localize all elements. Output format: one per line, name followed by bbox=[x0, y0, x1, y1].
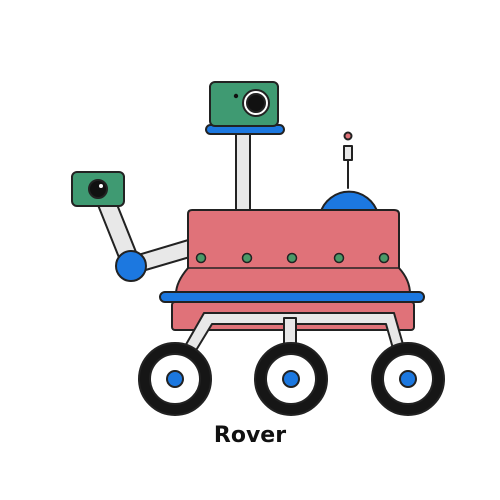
antenna-assembly bbox=[319, 131, 379, 215]
antenna-tip bbox=[343, 131, 353, 141]
mast-pole bbox=[235, 129, 251, 217]
rivet bbox=[195, 252, 207, 264]
deck-rail bbox=[159, 291, 425, 303]
rivet bbox=[286, 252, 298, 264]
body-shell bbox=[175, 209, 411, 295]
antenna-base bbox=[343, 145, 353, 161]
caption-label: Rover bbox=[213, 423, 287, 448]
rivet bbox=[333, 252, 345, 264]
rivet bbox=[241, 252, 253, 264]
wheels bbox=[138, 342, 445, 416]
wheel-center bbox=[254, 342, 328, 416]
sensor-dome bbox=[319, 190, 379, 215]
wheel-left bbox=[138, 342, 212, 416]
main-camera-lens bbox=[246, 93, 266, 113]
mast-assembly bbox=[205, 81, 285, 217]
side-camera-lens bbox=[88, 179, 108, 199]
camera-indicator-dot bbox=[233, 93, 239, 99]
robotic-arm bbox=[71, 171, 201, 282]
rivet bbox=[378, 252, 390, 264]
side-camera-glint bbox=[99, 184, 103, 188]
wheel-right bbox=[371, 342, 445, 416]
arm-joint bbox=[115, 250, 147, 282]
